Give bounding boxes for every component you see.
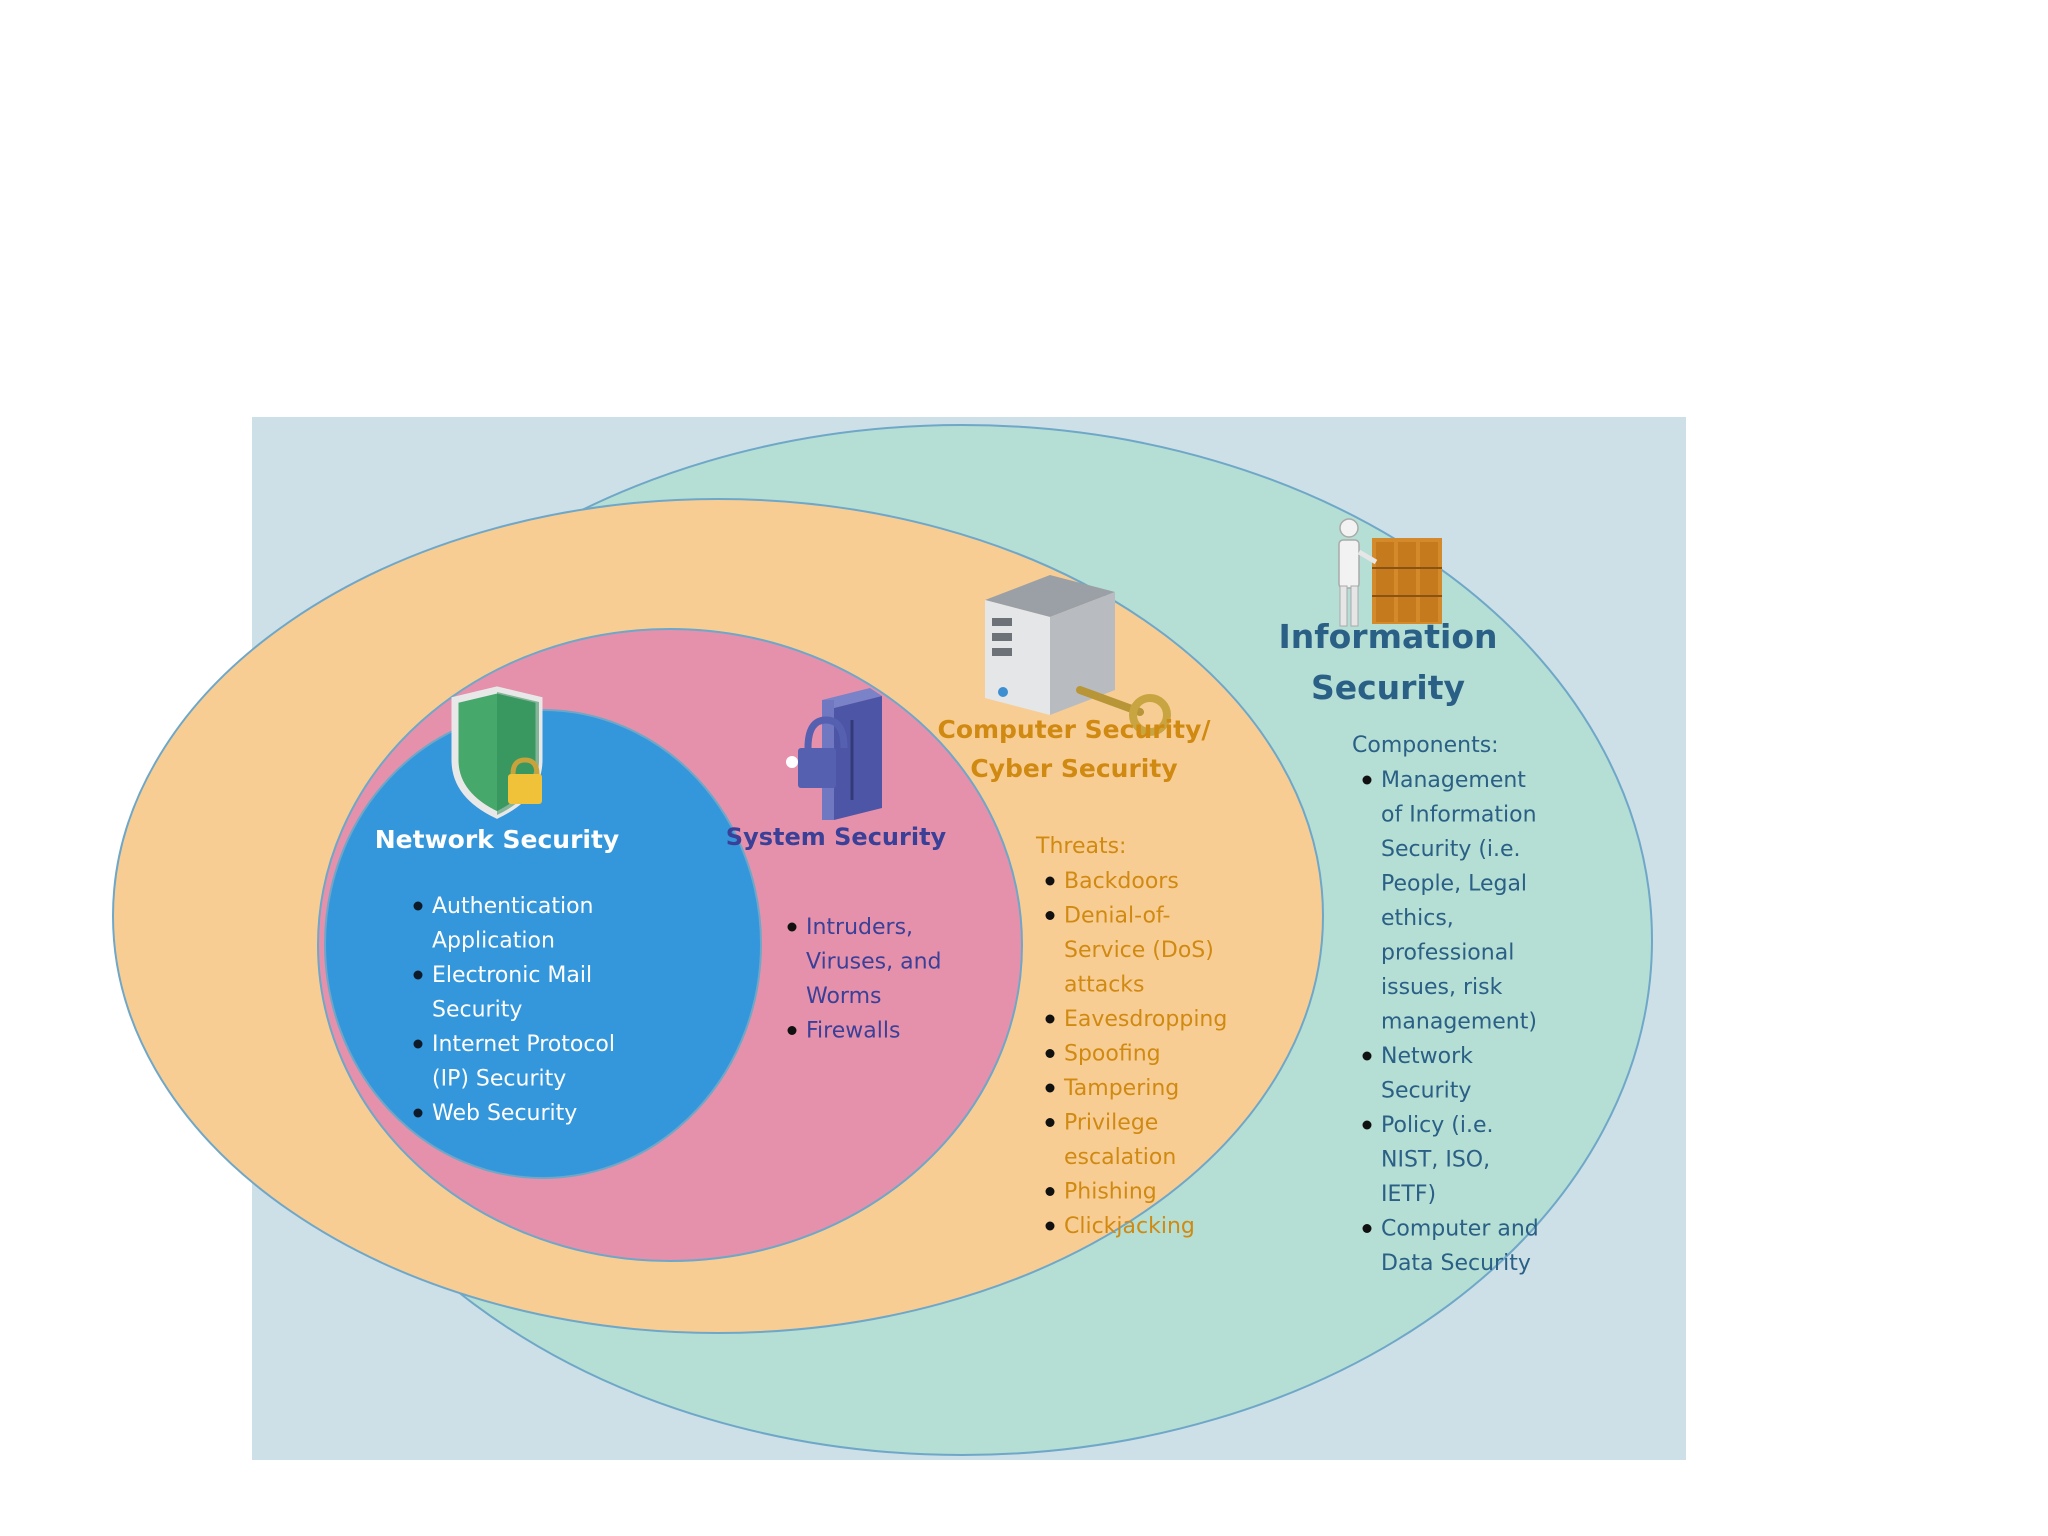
network-item-line: Authentication <box>432 894 594 919</box>
person-file-cabinet-icon <box>1338 518 1442 627</box>
computer-security-title: Cyber Security <box>970 754 1177 783</box>
component-item-line: management) <box>1381 1010 1537 1035</box>
threat-item-line: Eavesdropping <box>1064 1007 1227 1032</box>
bullet-dot <box>787 1026 797 1035</box>
network-security-circle <box>324 709 762 1179</box>
component-item-line: Policy (i.e. <box>1381 1113 1494 1138</box>
system-security-title: System Security <box>726 823 947 851</box>
bullet-dot <box>1045 1083 1055 1093</box>
component-item-line: issues, risk <box>1381 975 1503 1000</box>
network-item-line: (IP) Security <box>432 1067 566 1092</box>
threat-item-line: Privilege <box>1064 1111 1158 1136</box>
computer-security-title: Computer Security/ <box>937 715 1211 744</box>
network-item-line: Internet Protocol <box>432 1032 615 1057</box>
component-item-line: Network <box>1381 1044 1473 1069</box>
component-item-line: People, Legal <box>1381 872 1527 897</box>
network-item-line: Application <box>432 929 555 954</box>
bullet-dot <box>1045 1221 1055 1231</box>
bullet-dot <box>413 1108 423 1118</box>
component-item-line: Security <box>1381 1079 1471 1104</box>
component-item-line: Security (i.e. <box>1381 837 1521 862</box>
threat-item-line: escalation <box>1064 1145 1176 1170</box>
bullet-dot <box>1045 1049 1055 1058</box>
bullet-dot <box>1362 1051 1372 1061</box>
component-item-line: NIST, ISO, <box>1381 1148 1490 1173</box>
component-item-line: Data Security <box>1381 1251 1531 1276</box>
component-item-line: ethics, <box>1381 906 1454 931</box>
threat-item-line: Backdoors <box>1064 869 1179 894</box>
threats-heading: Threats: <box>1035 834 1126 859</box>
bullet-dot <box>413 1039 423 1049</box>
bullet-dot <box>1045 1014 1055 1024</box>
network-item-line: Security <box>432 998 522 1023</box>
system-item-line: Intruders, <box>806 915 913 940</box>
bullet-dot <box>413 970 423 980</box>
network-item-line: Web Security <box>432 1101 577 1126</box>
network-security-title: Network Security <box>375 825 619 854</box>
bullet-dot <box>1045 1187 1055 1196</box>
bullet-dot <box>413 901 423 911</box>
bullet-dot <box>1045 911 1055 920</box>
bullet-dot <box>1045 1118 1055 1127</box>
system-item-line: Worms <box>806 984 881 1009</box>
component-item-line: professional <box>1381 941 1514 966</box>
threat-item-line: Service (DoS) <box>1064 938 1214 963</box>
components-heading: Components: <box>1352 733 1499 758</box>
component-item-line: Management <box>1381 768 1526 793</box>
system-item-line: Viruses, and <box>806 950 942 975</box>
threat-item-line: Clickjacking <box>1064 1214 1195 1239</box>
bullet-dot <box>1362 775 1372 785</box>
network-security-section: Network SecurityAuthenticationApplicatio… <box>375 825 619 1126</box>
computer-security-section: Computer Security/Cyber SecurityThreats:… <box>937 715 1227 1239</box>
bullet-dot <box>1362 1120 1372 1130</box>
bullet-dot <box>1362 1224 1372 1233</box>
information-security-title: Information <box>1279 617 1498 656</box>
component-item-line: Computer and <box>1381 1217 1539 1242</box>
lock-cabinet-icon <box>786 688 882 820</box>
server-key-icon <box>985 575 1171 736</box>
bullet-dot <box>787 922 797 932</box>
threat-item-line: Phishing <box>1064 1180 1157 1205</box>
bullet-dot <box>1045 876 1055 886</box>
threat-item-line: Spoofing <box>1064 1042 1161 1067</box>
information-security-title: Security <box>1311 668 1465 707</box>
information-security-section: InformationSecurityComponents:Management… <box>1279 617 1539 1276</box>
system-item-line: Firewalls <box>806 1019 900 1044</box>
shield-lock-icon <box>451 686 543 819</box>
threat-item-line: attacks <box>1064 973 1145 998</box>
threat-item-line: Denial-of- <box>1064 904 1170 929</box>
component-item-line: of Information <box>1381 803 1537 828</box>
component-item-line: IETF) <box>1381 1182 1436 1207</box>
threat-item-line: Tampering <box>1063 1076 1179 1101</box>
network-item-line: Electronic Mail <box>432 963 592 988</box>
